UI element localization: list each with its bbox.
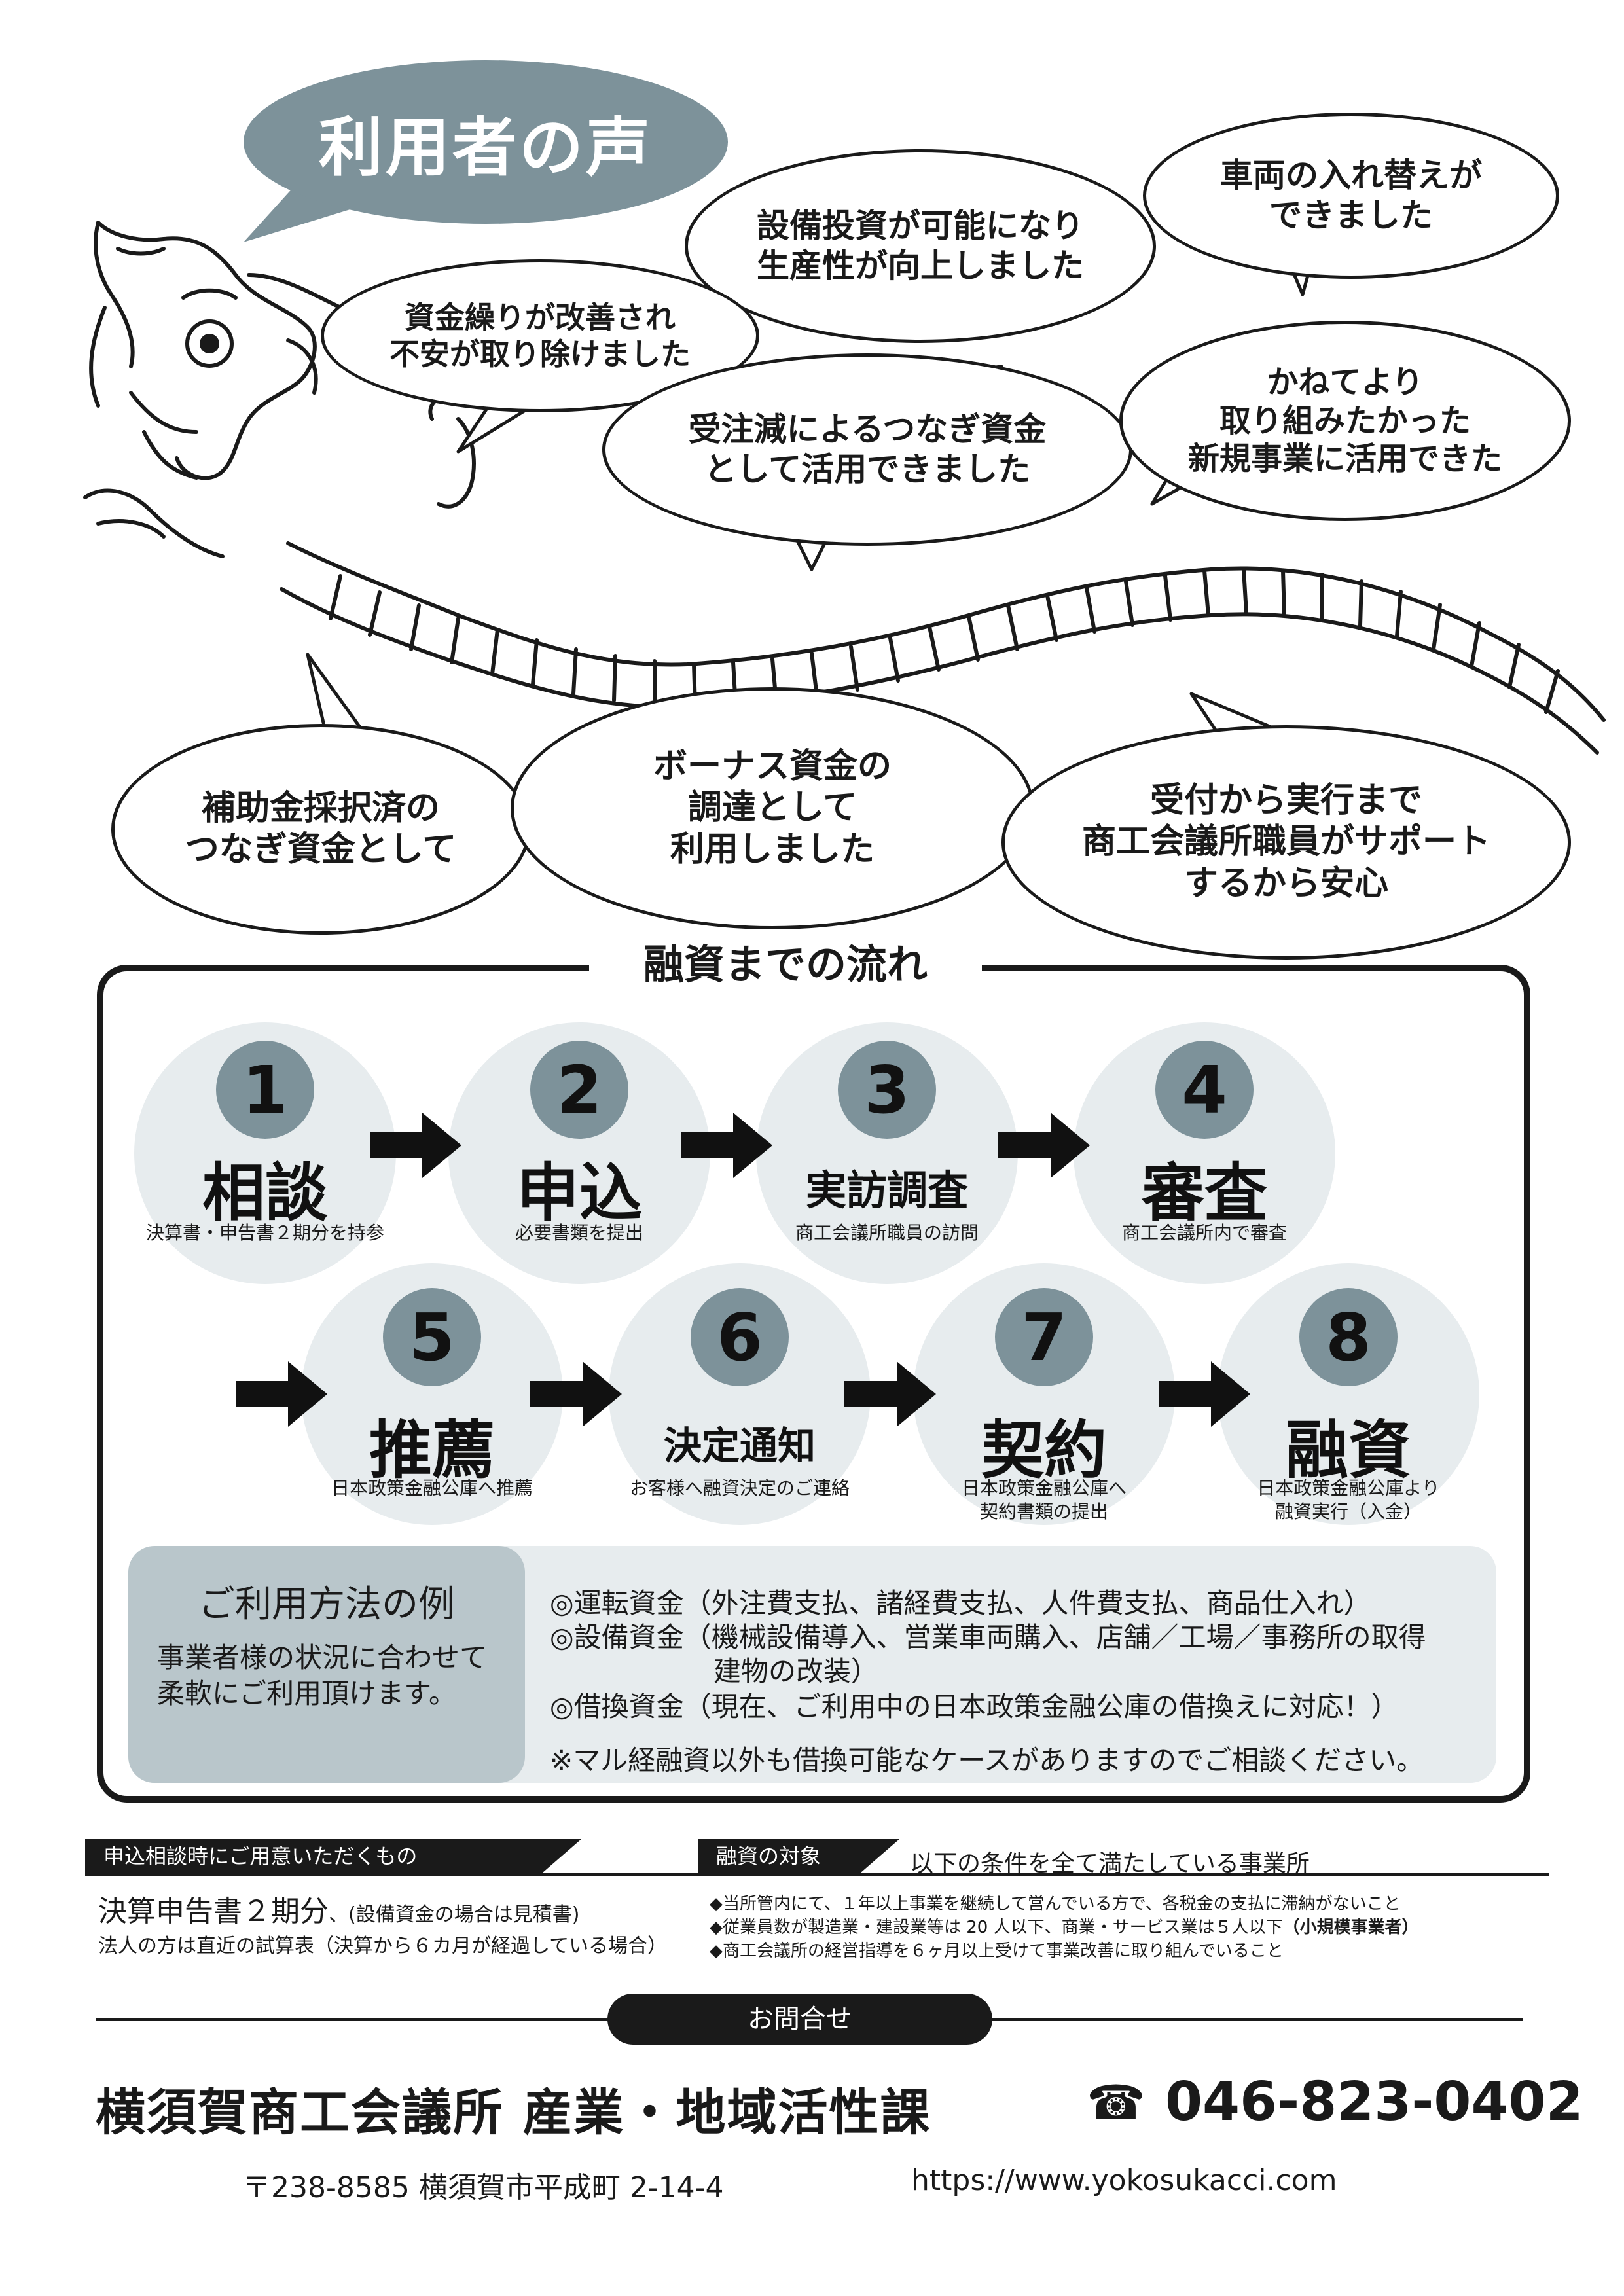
- prepare-main-text: 決算申告書２期分: [98, 1895, 329, 1928]
- target-condition-text: ◆従業員数が製造業・建設業等は 20 人以下、商業・サービス業は５人以下: [710, 1918, 1283, 1937]
- contact-phone[interactable]: 046-823-0402: [1165, 2071, 1583, 2133]
- flow-arrow-right-icon: [998, 1113, 1090, 1178]
- flow-arrow-right-icon: [844, 1361, 936, 1427]
- step-3-name: 実訪調査: [805, 1166, 968, 1214]
- voice-bubble-bridge: 受注減によるつなぎ資金 として活用できました: [602, 353, 1132, 546]
- voice-bubble-cashflow: 資金繰りが改善され 不安が取り除けました: [321, 259, 759, 412]
- step-2-desc: 必要書類を提出: [514, 1222, 643, 1244]
- step-7-number: 7: [995, 1288, 1093, 1386]
- contact-url[interactable]: https://www.yokosukacci.com: [911, 2164, 1337, 2197]
- step-8-desc: 日本政策金融公庫より 融資実行（入金）: [1257, 1477, 1440, 1523]
- small-business-label: （小規模事業者）: [1282, 1918, 1419, 1937]
- target-heading: 以下の条件を全て満たしている事業所: [910, 1850, 1310, 1877]
- flow-arrow-right-icon: [236, 1361, 327, 1427]
- prepare-label-tip: [542, 1839, 581, 1873]
- prepare-main-note: 、(設備資金の場合は見積書): [329, 1903, 580, 1926]
- step-5-desc: 日本政策金融公庫へ推薦: [331, 1477, 533, 1499]
- prepare-main: 決算申告書２期分、(設備資金の場合は見積書): [98, 1888, 579, 1929]
- usage-item-working: ◎運転資金（外注費支払、諸経費支払、人件費支払、商品仕入れ）: [550, 1587, 1371, 1619]
- usage-title: ご利用方法の例: [198, 1583, 455, 1626]
- step-7-name: 契約: [981, 1414, 1107, 1487]
- step-2-number: 2: [530, 1041, 628, 1139]
- flow-arrow-right-icon: [370, 1113, 461, 1178]
- usage-subtitle: 事業者様の状況に合わせて 柔軟にご利用頂けます。: [157, 1641, 488, 1710]
- prepare-sub: 法人の方は直近の試算表（決算から６カ月が経過している場合）: [98, 1935, 668, 1958]
- step-8-name: 融資: [1286, 1414, 1411, 1487]
- contact-address: 〒238-8585 横須賀市平成町 2-14-4: [242, 2171, 724, 2204]
- voice-bubble-subsidy: 補助金採択済の つなぎ資金として: [111, 724, 530, 935]
- flow-arrow-right-icon: [530, 1361, 622, 1427]
- target-condition: ◆従業員数が製造業・建設業等は 20 人以下、商業・サービス業は５人以下（小規模…: [710, 1914, 1419, 1938]
- contact-org: 横須賀商工会議所 産業・地域活性課: [96, 2083, 931, 2142]
- step-4-number: 4: [1155, 1041, 1254, 1139]
- voice-bubble-bonus: ボーナス資金の 調達として 利用しました: [511, 687, 1034, 929]
- flow-arrow-right-icon: [681, 1113, 772, 1178]
- step-4-desc: 商工会議所内で審査: [1121, 1222, 1287, 1244]
- step-6-number: 6: [691, 1288, 789, 1386]
- step-5-name: 推薦: [369, 1414, 495, 1487]
- step-6-desc: お客様へ融資決定のご連絡: [629, 1477, 850, 1499]
- step-3-number: 3: [838, 1041, 936, 1139]
- step-1-name: 相談: [202, 1157, 328, 1230]
- prepare-underline: [85, 1873, 700, 1876]
- step-2-name: 申込: [516, 1157, 642, 1230]
- phone-icon: ☎: [1087, 2075, 1146, 2130]
- voice-bubble-newbiz: かねてより 取り組みたかった 新規事業に活用できた: [1119, 321, 1571, 521]
- target-label: 融資の対象: [698, 1839, 861, 1873]
- target-label-tip: [860, 1839, 899, 1873]
- usage-item-equipment-cont: 建物の改装）: [713, 1655, 879, 1687]
- voice-bubble-support: 受付から実行まで 商工会議所職員がサポート するから安心: [1001, 725, 1571, 960]
- voices-title: 利用者の声: [244, 60, 728, 224]
- step-8-number: 8: [1299, 1288, 1398, 1386]
- step-6-name: 決定通知: [663, 1424, 816, 1468]
- contact-label: お問合せ: [607, 1994, 992, 2045]
- flow-title: 融資までの流れ: [589, 940, 982, 990]
- dragon-illustration: [83, 171, 1606, 755]
- step-1-number: 1: [216, 1041, 314, 1139]
- usage-note: ※マル経融資以外も借換可能なケースがありますのでご相談ください。: [550, 1744, 1424, 1776]
- target-condition: ◆当所管内にて、１年以上事業を継続して営んでいる方で、各税金の支払に滞納がないこ…: [710, 1894, 1401, 1914]
- step-7-desc: 日本政策金融公庫へ 契約書類の提出: [961, 1477, 1127, 1523]
- usage-item-refinance: ◎借換資金（現在、ご利用中の日本政策金融公庫の借換えに対応！）: [550, 1691, 1399, 1723]
- target-condition: ◆商工会議所の経営指導を６ヶ月以上受けて事業改善に取り組んでいること: [710, 1941, 1284, 1961]
- prepare-label: 申込相談時にご用意いただくもの: [85, 1839, 543, 1873]
- step-4-name: 審査: [1142, 1157, 1267, 1230]
- flow-arrow-right-icon: [1159, 1361, 1250, 1427]
- voice-bubble-vehicle: 車両の入れ替えが できました: [1143, 113, 1559, 279]
- step-1-desc: 決算書・申告書２期分を持参: [145, 1222, 384, 1244]
- step-3-desc: 商工会議所職員の訪問: [795, 1222, 979, 1244]
- target-underline: [698, 1873, 1549, 1876]
- usage-item-equipment: ◎設備資金（機械設備導入、営業車両購入、店舗／工場／事務所の取得: [550, 1621, 1426, 1653]
- usage-title-panel: [128, 1546, 525, 1783]
- step-5-number: 5: [383, 1288, 481, 1386]
- voice-bubble-capex: 設備投資が可能になり 生産性が向上しました: [685, 149, 1156, 343]
